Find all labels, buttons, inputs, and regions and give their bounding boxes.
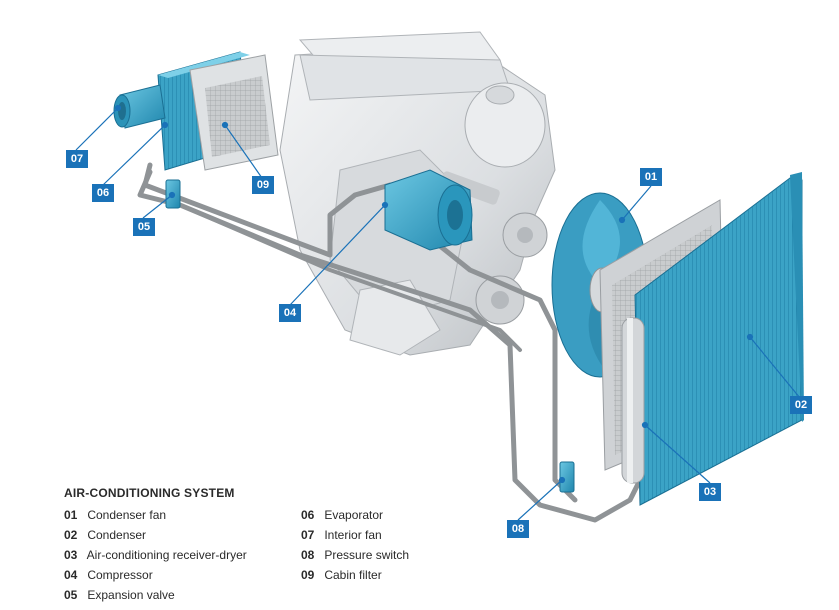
legend-item-label: Condenser <box>87 528 147 542</box>
legend-item-number: 09 <box>301 568 315 582</box>
legend-item-09: 09 Cabin filter <box>301 568 382 582</box>
legend-item-number: 02 <box>64 528 78 542</box>
legend-item-03: 03 Air-conditioning receiver-dryer <box>64 548 247 562</box>
interior-fan <box>113 84 166 129</box>
legend-item-label: Evaporator <box>324 508 384 522</box>
legend-item-label: Interior fan <box>324 528 382 542</box>
legend-item-07: 07 Interior fan <box>301 528 382 542</box>
compressor <box>384 169 473 251</box>
callout-07: 07 <box>66 150 88 168</box>
condenser <box>634 172 804 506</box>
receiver-dryer <box>621 317 645 484</box>
callout-08: 08 <box>507 520 529 538</box>
legend-title: AIR-CONDITIONING SYSTEM <box>64 486 235 500</box>
legend-item-number: 03 <box>64 548 78 562</box>
callout-09: 09 <box>252 176 274 194</box>
legend-item-02: 02 Condenser <box>64 528 146 542</box>
callout-03: 03 <box>699 483 721 501</box>
legend-item-08: 08 Pressure switch <box>301 548 409 562</box>
legend-item-label: Cabin filter <box>324 568 382 582</box>
cabin-filter <box>189 54 279 171</box>
legend-item-number: 08 <box>301 548 315 562</box>
legend-item-label: Pressure switch <box>324 548 410 562</box>
pressure-switch <box>559 461 575 493</box>
legend-item-label: Air-conditioning receiver-dryer <box>86 548 247 562</box>
legend-item-05: 05 Expansion valve <box>64 588 175 602</box>
callout-06: 06 <box>92 184 114 202</box>
legend-item-number: 05 <box>64 588 78 602</box>
legend-item-number: 06 <box>301 508 315 522</box>
legend-item-label: Expansion valve <box>87 588 175 602</box>
legend: AIR-CONDITIONING SYSTEM 01 Condenser fan… <box>64 486 484 604</box>
legend-item-label: Compressor <box>87 568 153 582</box>
legend-item-01: 01 Condenser fan <box>64 508 166 522</box>
legend-item-06: 06 Evaporator <box>301 508 383 522</box>
legend-item-label: Condenser fan <box>87 508 167 522</box>
legend-item-04: 04 Compressor <box>64 568 153 582</box>
leader-lines <box>75 104 801 521</box>
legend-item-number: 04 <box>64 568 78 582</box>
callout-01: 01 <box>640 168 662 186</box>
callout-04: 04 <box>279 304 301 322</box>
callout-05: 05 <box>133 218 155 236</box>
legend-item-number: 01 <box>64 508 78 522</box>
callout-02: 02 <box>790 396 812 414</box>
legend-item-number: 07 <box>301 528 315 542</box>
